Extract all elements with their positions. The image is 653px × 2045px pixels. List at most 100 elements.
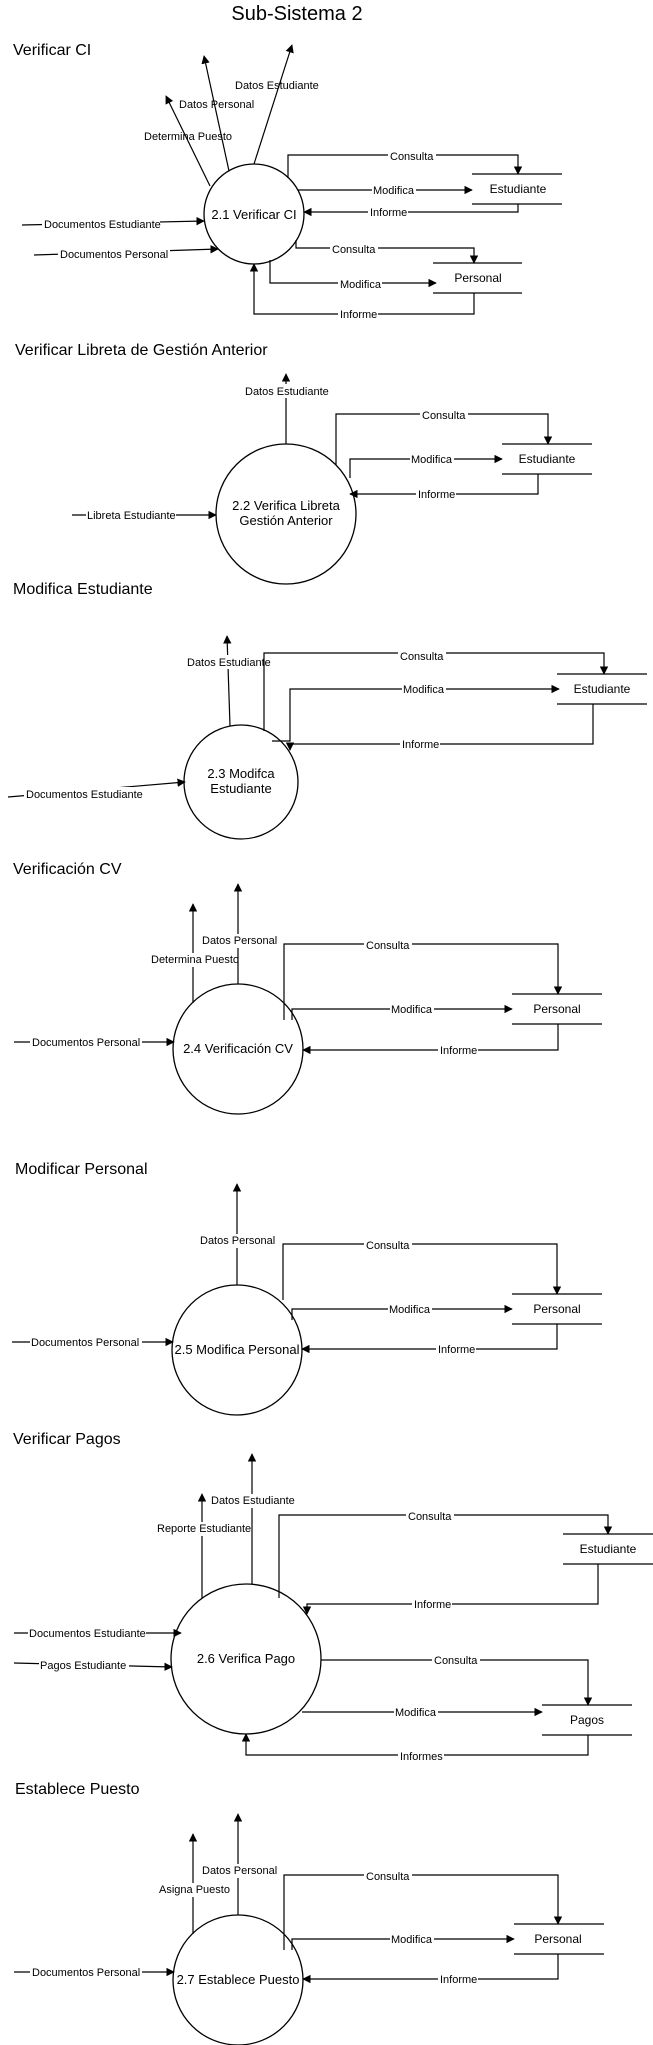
flow-arrow: [302, 1954, 559, 1984]
flow-arrow: [291, 1004, 513, 1020]
flow-label: Documentos Personal: [32, 1037, 140, 1049]
flow-label: Consulta: [408, 1511, 452, 1523]
data-store-estudiante[interactable]: Estudiante: [490, 182, 547, 196]
flow-label: Datos Personal: [202, 1865, 277, 1877]
flow-label: Reporte Estudiante: [157, 1523, 251, 1535]
section-title: Modificar Personal: [15, 1161, 148, 1178]
flow-label: Datos Personal: [202, 935, 277, 947]
flow-label: Documentos Personal: [60, 249, 168, 261]
flow-label: Consulta: [390, 151, 434, 163]
section-title: Establece Puesto: [15, 1781, 140, 1798]
flow-label: Asigna Puesto: [159, 1884, 230, 1896]
flow-label: Datos Estudiante: [245, 386, 329, 398]
process-label: 2.6 Verifica Pago: [197, 1651, 295, 1666]
section-title: Verificación CV: [13, 861, 122, 878]
process-label: 2.7 Establece Puesto: [177, 1972, 300, 1987]
flow-label: Consulta: [366, 1240, 410, 1252]
flow-label: Datos Estudiante: [187, 657, 271, 669]
flow-arrow: [165, 95, 211, 187]
data-store-pagos[interactable]: Pagos: [570, 1713, 604, 1727]
flow-label: Determina Puesto: [144, 131, 232, 143]
flow-arrow: [291, 1934, 515, 1950]
flow-label: Modifica: [411, 454, 453, 466]
section-verificar-ci: Verificar CI 2.1 Verificar CI Determina …: [13, 42, 562, 321]
flow-label: Modifica: [395, 1707, 437, 1719]
flow-label: Modifica: [373, 185, 415, 197]
flow-label: Modifica: [403, 684, 445, 696]
flow-label: Consulta: [434, 1655, 478, 1667]
section-verificacion-cv: Verificación CV 2.4 Verificación CV Dete…: [13, 861, 602, 1115]
flow-arrow: [272, 684, 560, 742]
flow-arrow: [295, 240, 479, 264]
process-label: 2.2 Verifica Libreta: [232, 498, 340, 513]
data-store-personal[interactable]: Personal: [533, 1002, 580, 1016]
flow-label: Consulta: [366, 940, 410, 952]
flow-arrow: [302, 1024, 559, 1055]
flow-label: Consulta: [422, 410, 466, 422]
flow-arrow: [283, 943, 563, 1020]
flow-arrow: [321, 1659, 593, 1706]
flow-arrow: [223, 635, 232, 727]
process-label: Gestión Anterior: [239, 513, 333, 528]
flow-label: Consulta: [332, 244, 376, 256]
section-title: Verificar Libreta de Gestión Anterior: [15, 342, 268, 359]
process-label: 2.3 Modifca: [207, 766, 275, 781]
flow-label: Informe: [440, 1974, 477, 1986]
section-title: Modifica Estudiante: [13, 581, 153, 598]
flow-arrow: [303, 204, 519, 217]
flow-label: Datos Personal: [200, 1235, 275, 1247]
section-modifica-estudiante: Modifica Estudiante 2.3 Modifca Estudian…: [7, 581, 647, 840]
data-store-estudiante[interactable]: Estudiante: [519, 452, 576, 466]
flow-label: Consulta: [366, 1871, 410, 1883]
flow-arrow: [278, 1514, 613, 1598]
data-store-estudiante[interactable]: Estudiante: [580, 1542, 637, 1556]
flow-arrow: [291, 1304, 513, 1320]
flow-label: Modifica: [340, 279, 382, 291]
flow-label: Documentos Estudiante: [26, 789, 143, 801]
flow-label: Datos Personal: [179, 99, 254, 111]
data-store-estudiante[interactable]: Estudiante: [574, 682, 631, 696]
flow-label: Documentos Estudiante: [44, 219, 161, 231]
flow-label: Datos Estudiante: [235, 80, 319, 92]
process-label: Estudiante: [210, 781, 271, 796]
flow-label: Consulta: [400, 651, 444, 663]
flow-label: Documentos Estudiante: [29, 1628, 146, 1640]
flow-label: Modifica: [389, 1304, 431, 1316]
section-title: Verificar Pagos: [13, 1431, 121, 1448]
process-label: 2.5 Modifica Personal: [174, 1342, 299, 1357]
flow-arrow: [349, 474, 539, 499]
section-title: Verificar CI: [13, 42, 91, 59]
data-store-personal[interactable]: Personal: [454, 271, 501, 285]
flow-label: Modifica: [391, 1934, 433, 1946]
flow-label: Informe: [440, 1045, 477, 1057]
process-label: 2.1 Verificar CI: [211, 207, 296, 222]
flow-arrow: [285, 704, 594, 751]
flow-label: Determina Puesto: [151, 954, 239, 966]
flow-label: Informes: [400, 1751, 443, 1763]
data-store-personal[interactable]: Personal: [534, 1932, 581, 1946]
section-verificar-pagos: Verificar Pagos 2.6 Verifica Pago Report…: [13, 1431, 653, 1763]
flow-arrow: [282, 1243, 562, 1300]
page-title: Sub-Sistema 2: [231, 3, 362, 25]
flow-label: Informe: [340, 309, 377, 321]
flow-arrow: [301, 1324, 558, 1354]
flow-label: Documentos Personal: [32, 1967, 140, 1979]
process-label: 2.4 Verificación CV: [183, 1041, 293, 1056]
flow-label: Datos Estudiante: [211, 1495, 295, 1507]
data-store-personal[interactable]: Personal: [533, 1302, 580, 1316]
flow-arrow: [302, 1564, 599, 1615]
flow-label: Libreta Estudiante: [87, 510, 176, 522]
section-verificar-libreta: Verificar Libreta de Gestión Anterior 2.…: [15, 342, 592, 585]
flow-label: Documentos Personal: [31, 1337, 139, 1349]
flow-label: Informe: [370, 207, 407, 219]
flow-label: Informe: [438, 1344, 475, 1356]
section-modificar-personal: Modificar Personal 2.5 Modifica Personal…: [12, 1161, 602, 1416]
flow-label: Informe: [418, 489, 455, 501]
flow-label: Pagos Estudiante: [40, 1660, 126, 1672]
flow-label: Informe: [414, 1599, 451, 1611]
flow-arrow: [253, 44, 294, 165]
section-establece-puesto: Establece Puesto 2.7 Establece Puesto As…: [14, 1781, 604, 2045]
flow-label: Modifica: [391, 1004, 433, 1016]
flow-label: Informe: [402, 739, 439, 751]
